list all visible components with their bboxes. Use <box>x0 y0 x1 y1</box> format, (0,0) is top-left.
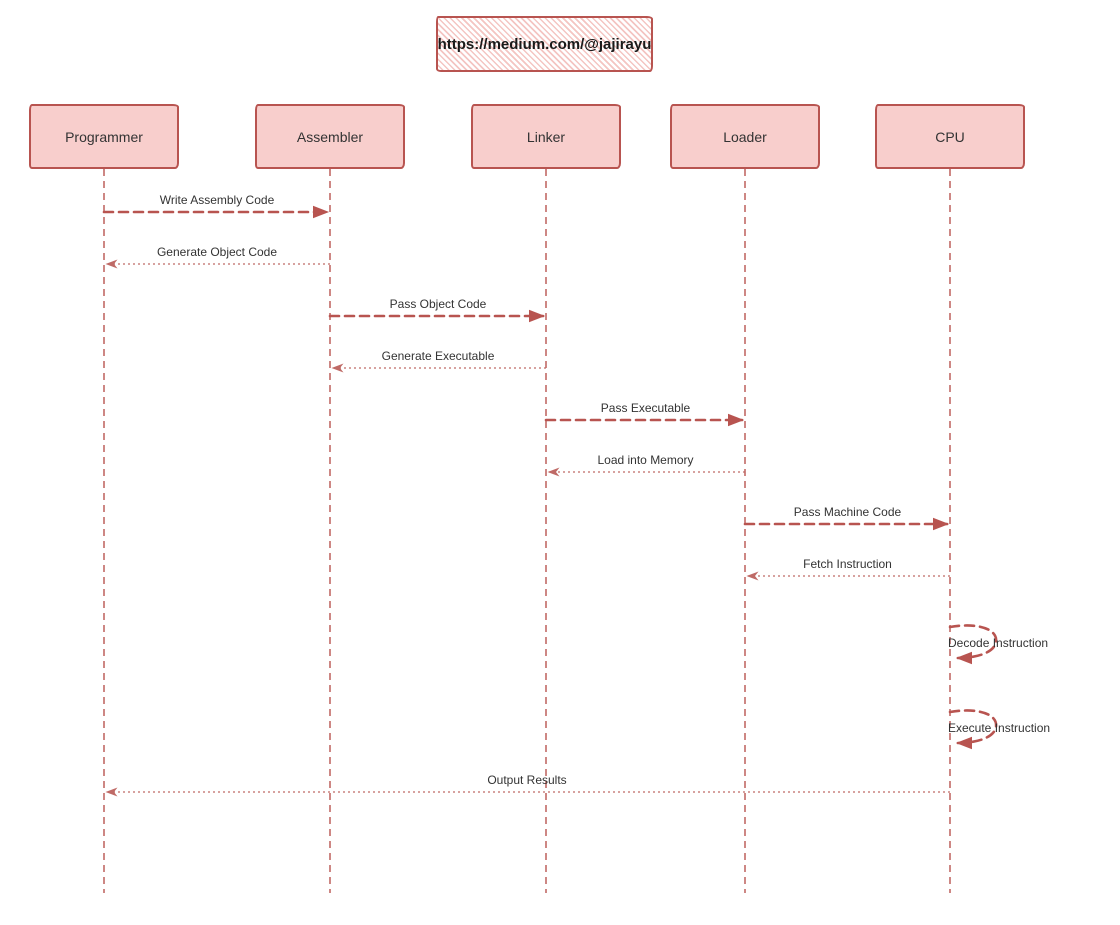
diagram-title-box: https://medium.com/@jajirayu <box>436 16 653 72</box>
diagram-title: https://medium.com/@jajirayu <box>437 35 652 53</box>
self-message-arrow <box>948 624 998 665</box>
self-message-arrow <box>948 709 998 750</box>
